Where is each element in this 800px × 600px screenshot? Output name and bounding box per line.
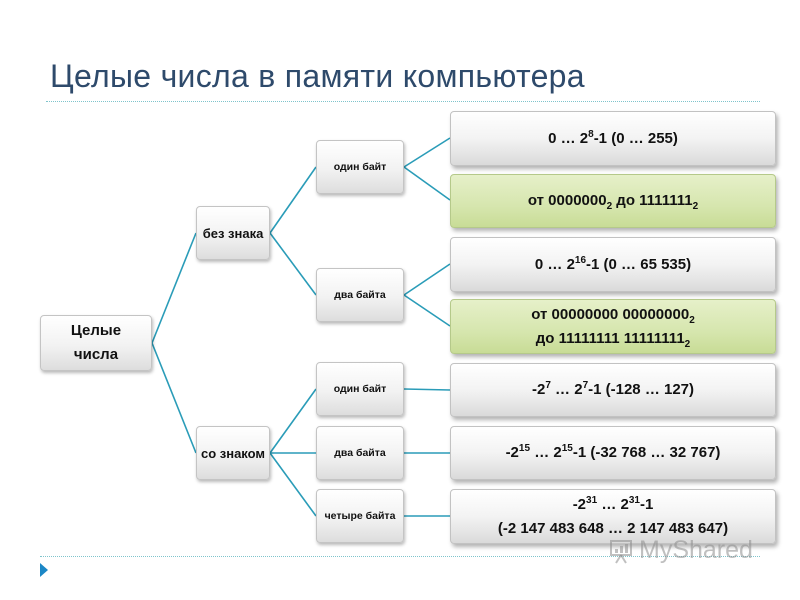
node-unsigned-one-byte: один байт bbox=[316, 140, 404, 194]
connector-root-signed bbox=[151, 342, 197, 454]
leaf-unsigned-one-binary: от 00000002 до 11111112 bbox=[450, 174, 776, 228]
leaf-unsigned-two-range-text: 0 … 216-1 (0 … 65 535) bbox=[534, 254, 692, 273]
leaf-signed-four-range-line1: -231 … 231-1 bbox=[572, 494, 654, 513]
watermark: MyShared bbox=[608, 536, 753, 565]
watermark-text: MyShared bbox=[639, 536, 753, 564]
footer-divider bbox=[40, 556, 760, 557]
leaf-unsigned-two-binary-line2: до 11111111 111111112 bbox=[535, 329, 691, 350]
node-integers-line2: числа bbox=[73, 346, 119, 363]
slide-arrow-icon bbox=[40, 563, 48, 577]
leaf-unsigned-two-binary: от 00000000 000000002 до 11111111 111111… bbox=[450, 299, 776, 354]
node-signed-two-bytes: два байта bbox=[316, 426, 404, 480]
leaf-signed-two-range-text: -215 … 215-1 (-32 768 … 32 767) bbox=[505, 443, 721, 462]
node-signed: со знаком bbox=[196, 426, 270, 480]
leaf-unsigned-one-binary-text: от 00000002 до 11111112 bbox=[527, 192, 699, 212]
connector-u2-range bbox=[403, 263, 451, 296]
connector-u1-binary bbox=[403, 166, 451, 201]
leaf-unsigned-two-binary-line1: от 00000000 000000002 bbox=[531, 305, 695, 326]
connector-u2-binary bbox=[403, 294, 451, 327]
connector-signed-four bbox=[269, 452, 317, 517]
node-signed-four-bytes: четыре байта bbox=[316, 489, 404, 543]
leaf-signed-one-range: -27 … 27-1 (-128 … 127) bbox=[450, 363, 776, 417]
node-unsigned: без знака bbox=[196, 206, 270, 260]
node-integers-line1: Целые bbox=[70, 322, 122, 339]
node-unsigned-two-bytes: два байта bbox=[316, 268, 404, 322]
connector-signed-one bbox=[269, 388, 317, 454]
leaf-unsigned-one-range-text: 0 … 28-1 (0 … 255) bbox=[548, 128, 678, 147]
connector-root-unsigned bbox=[151, 232, 197, 344]
leaf-signed-four-range: -231 … 231-1 (-2 147 483 648 … 2 147 483… bbox=[450, 489, 776, 544]
connector-u1-range bbox=[403, 137, 451, 168]
connector-unsigned-two bbox=[269, 232, 317, 296]
node-integers: Целые числа bbox=[40, 315, 152, 371]
leaf-signed-two-range: -215 … 215-1 (-32 768 … 32 767) bbox=[450, 426, 776, 480]
leaf-unsigned-one-range: 0 … 28-1 (0 … 255) bbox=[450, 111, 776, 166]
leaf-signed-one-range-text: -27 … 27-1 (-128 … 127) bbox=[531, 380, 695, 399]
leaf-unsigned-two-range: 0 … 216-1 (0 … 65 535) bbox=[450, 237, 776, 292]
title-divider bbox=[46, 101, 760, 102]
page-title: Целые числа в памяти компьютера bbox=[50, 58, 585, 94]
connector-unsigned-one bbox=[269, 166, 317, 234]
presentation-icon bbox=[610, 539, 632, 564]
leaf-signed-four-range-line2: (-2 147 483 648 … 2 147 483 647) bbox=[497, 519, 729, 537]
node-signed-one-byte: один байт bbox=[316, 362, 404, 416]
connector-s1-range bbox=[403, 388, 451, 391]
